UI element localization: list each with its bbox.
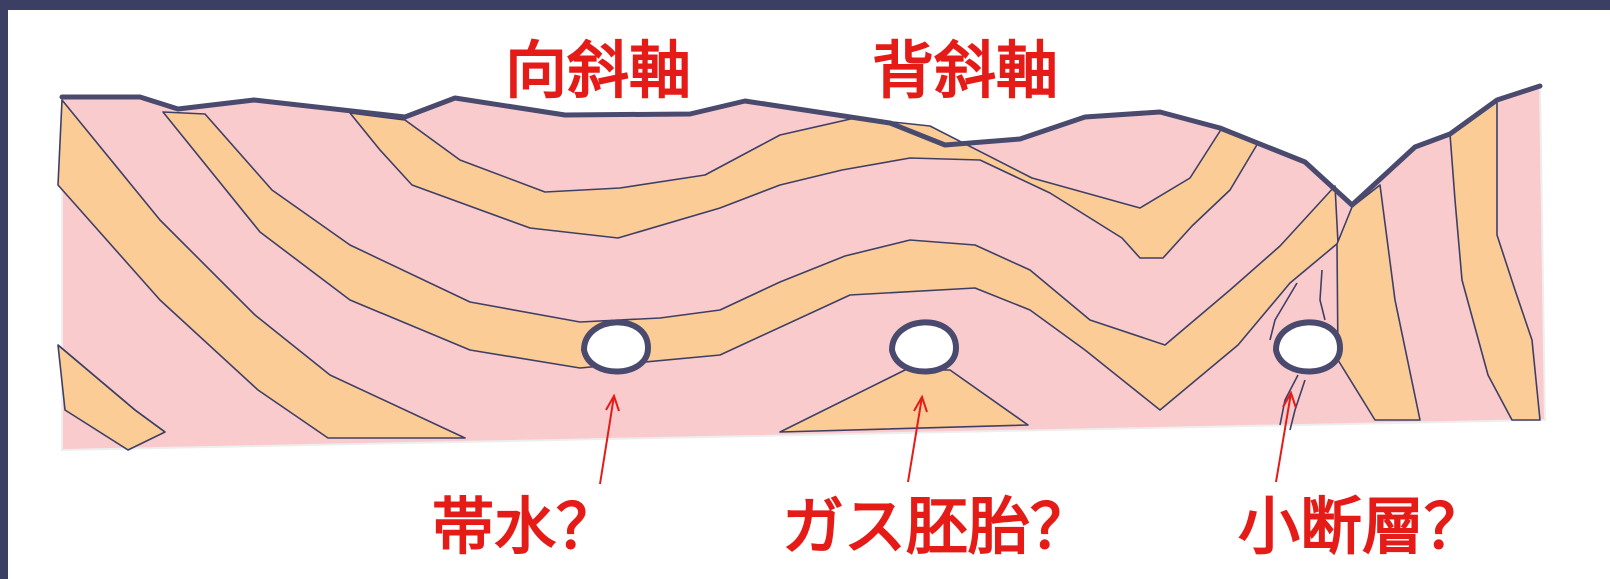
arrow-confined-water <box>599 395 615 485</box>
anticline-axis-label: 背斜軸 <box>872 34 1058 107</box>
band-left-steep <box>57 99 466 439</box>
tunnel-right <box>1272 319 1344 375</box>
gas-embryo-label: ガス胚胎？ <box>782 490 1092 563</box>
arrow-gas-embryo <box>907 396 923 483</box>
tunnels <box>580 319 1344 375</box>
arrow-small-fault <box>1275 392 1292 483</box>
band-anticline-core <box>779 369 1029 433</box>
band-upper-fold <box>349 112 1259 259</box>
arrow-head-confined-water <box>605 393 620 412</box>
confined-water-label: 帯水？ <box>432 490 618 563</box>
small-fault-label: 小断層？ <box>1238 490 1486 563</box>
band-right-2 <box>1449 99 1541 421</box>
ground-surface-line <box>59 83 1543 208</box>
contact-lines <box>57 269 1326 433</box>
tunnel-center <box>888 319 960 375</box>
arrow-head-gas-embryo <box>913 394 928 413</box>
sandstone-bands <box>57 99 1541 451</box>
arrows <box>599 390 1297 485</box>
band-middle-fold <box>162 111 1339 411</box>
tunnel-left <box>580 319 652 375</box>
arrow-head-small-fault <box>1282 390 1297 409</box>
syncline-axis-label: 向斜軸 <box>505 34 691 107</box>
